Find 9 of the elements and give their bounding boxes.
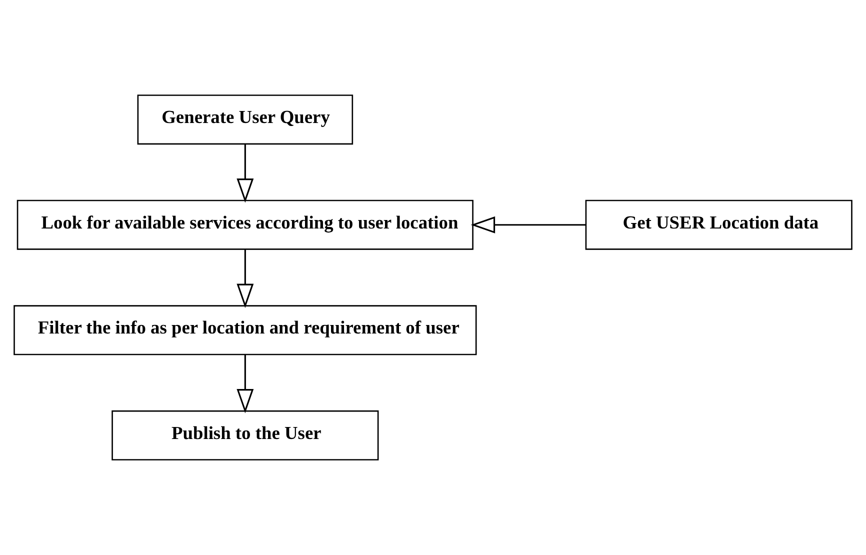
arrow (236, 354, 254, 414)
node-box: Generate User Query (137, 94, 354, 145)
node-box: Get USER Location data (585, 200, 852, 250)
arrow (236, 144, 254, 203)
node-box: Look for available services according to user location (16, 200, 474, 250)
node-box: Filter the info as per location and requirement of user (14, 305, 477, 356)
arrow (470, 216, 586, 234)
node-box: Publish to the User (112, 410, 379, 460)
arrow (236, 249, 254, 308)
